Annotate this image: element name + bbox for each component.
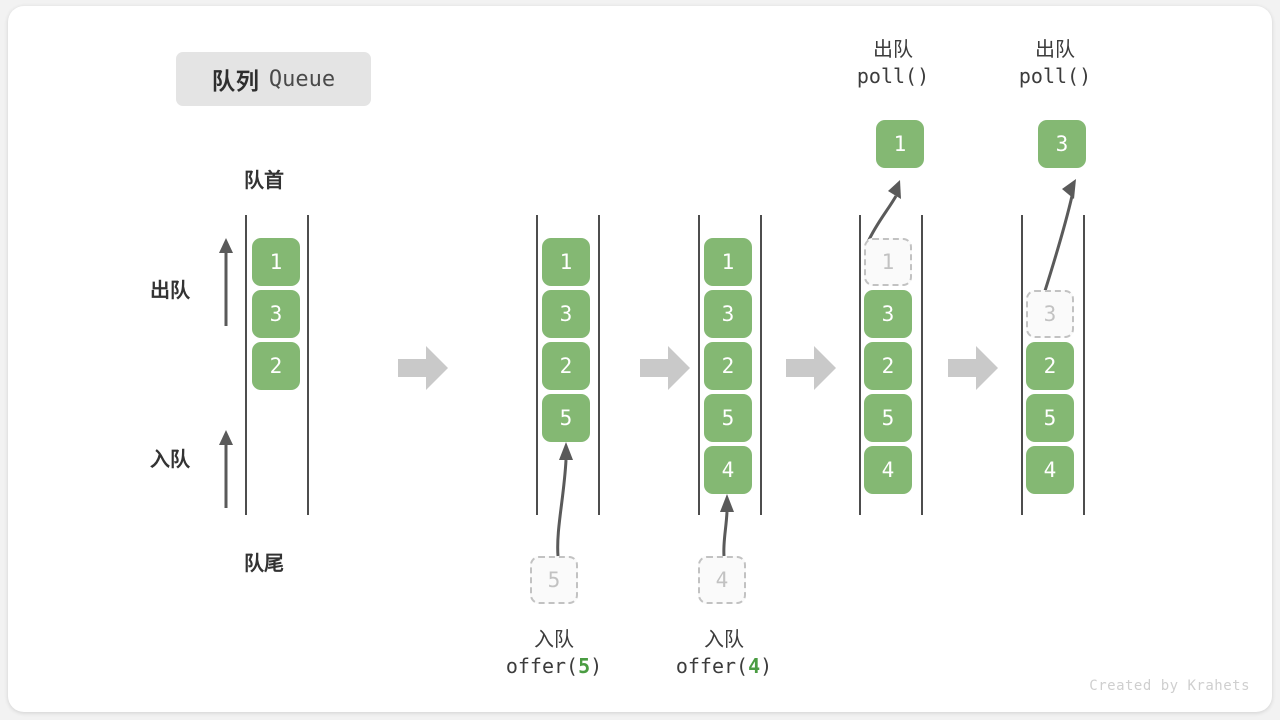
popped-element-box: 1	[876, 120, 924, 168]
rail-right-col2	[598, 215, 600, 515]
rail-right-col3	[760, 215, 762, 515]
enqueue-arrow	[556, 442, 573, 557]
operation-call: poll()	[1018, 64, 1092, 88]
dequeue-arrow	[866, 180, 901, 243]
operation-cn: 出队	[1035, 37, 1075, 61]
operation-label-poll-1: 出队 poll()	[818, 36, 968, 90]
element-box-new: 5	[542, 394, 590, 442]
rail-left-col2	[536, 215, 538, 515]
incoming-ghost-box: 5	[530, 556, 578, 604]
transition-arrow	[640, 346, 690, 390]
label-rear: 队尾	[244, 553, 284, 575]
element-box: 3	[864, 290, 912, 338]
incoming-ghost-box: 4	[698, 556, 746, 604]
operation-cn: 出队	[873, 37, 913, 61]
element-box: 1	[542, 238, 590, 286]
element-box: 2	[542, 342, 590, 390]
element-box: 5	[1026, 394, 1074, 442]
rail-right-col4	[921, 215, 923, 515]
element-box: 1	[252, 238, 300, 286]
element-box: 2	[1026, 342, 1074, 390]
element-box: 2	[252, 342, 300, 390]
watermark: Created by Krahets	[1089, 678, 1250, 694]
operation-label-poll-2: 出队 poll()	[980, 36, 1130, 90]
rail-right-col1	[307, 215, 309, 515]
element-box: 3	[704, 290, 752, 338]
label-dequeue-side: 出队	[150, 280, 190, 302]
operation-label-offer5: 入队 offer(5)	[474, 626, 634, 680]
element-box: 1	[704, 238, 752, 286]
operation-label-offer4: 入队 offer(4)	[644, 626, 804, 680]
dequeue-direction-arrow	[219, 238, 233, 326]
element-box: 3	[252, 290, 300, 338]
dequeue-arrow	[1042, 179, 1076, 295]
label-front: 队首	[244, 170, 284, 192]
element-box: 4	[864, 446, 912, 494]
operation-call: offer(5)	[505, 654, 603, 678]
diagram-card: 队列 Queue 队首 队尾 出队 入队 1 3 2 1 3 2 5 5 入队 …	[8, 6, 1272, 712]
operation-call: offer(4)	[675, 654, 773, 678]
transition-arrow	[398, 346, 448, 390]
element-box: 2	[704, 342, 752, 390]
element-box: 3	[542, 290, 590, 338]
operation-cn: 入队	[704, 627, 744, 651]
popped-element-box: 3	[1038, 120, 1086, 168]
element-box: 2	[864, 342, 912, 390]
element-box-new: 4	[704, 446, 752, 494]
operation-cn: 入队	[534, 627, 574, 651]
enqueue-arrow	[720, 494, 734, 557]
title-en: Queue	[268, 66, 336, 92]
rail-left-col5	[1021, 215, 1023, 515]
operation-call: poll()	[856, 64, 930, 88]
element-box: 4	[1026, 446, 1074, 494]
rail-left-col4	[859, 215, 861, 515]
transition-arrow	[786, 346, 836, 390]
transition-arrow	[948, 346, 998, 390]
rail-left-col1	[245, 215, 247, 515]
rail-left-col3	[698, 215, 700, 515]
element-box: 5	[704, 394, 752, 442]
enqueue-direction-arrow	[219, 430, 233, 508]
element-box: 5	[864, 394, 912, 442]
rail-right-col5	[1083, 215, 1085, 515]
title-cn: 队列	[211, 68, 260, 94]
removed-ghost-box: 1	[864, 238, 912, 286]
label-enqueue-side: 入队	[150, 449, 190, 471]
title-badge: 队列 Queue	[176, 52, 371, 106]
removed-ghost-box: 3	[1026, 290, 1074, 338]
